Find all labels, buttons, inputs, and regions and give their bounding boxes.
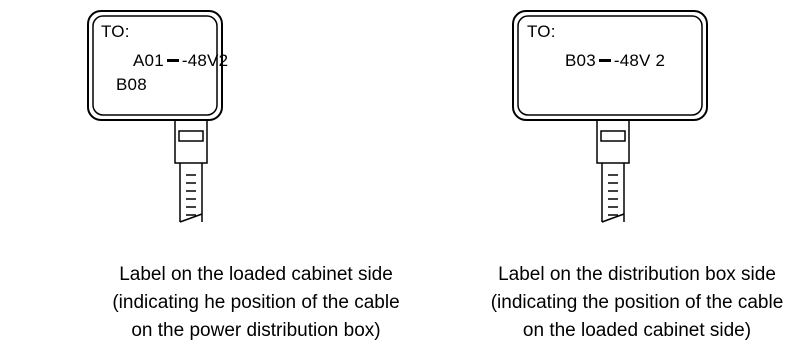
left-tie-strap — [179, 163, 203, 223]
right-tag-code: B03 — [565, 51, 596, 70]
left-caption-line-3: on the power distribution box) — [131, 320, 381, 341]
right-tag-to: TO: — [527, 22, 556, 41]
left-tag-inner-border — [92, 15, 218, 116]
left-cable-tag — [87, 10, 223, 223]
left-tag-dash — [166, 59, 179, 63]
right-tag-dash — [598, 59, 611, 63]
right-caption-line-3: on the loaded cabinet side) — [522, 320, 752, 341]
right-tag-line1: B03 -48V 2 — [565, 51, 665, 71]
left-tie-slot — [178, 130, 204, 142]
left-caption-line-2: (indicating he position of the cable — [112, 292, 400, 313]
left-tag-code: A01 — [133, 51, 164, 70]
right-caption: Label on the distribution box side (indi… — [470, 261, 804, 345]
left-tag-voltage: -48V2 — [181, 51, 229, 70]
left-tag-line2: B08 — [116, 75, 147, 94]
right-tag-inner-border — [517, 15, 703, 116]
left-tag-line1: A01 -48V2 — [133, 51, 228, 71]
left-tie-head — [174, 119, 208, 164]
right-caption-line-1: Label on the distribution box side — [498, 264, 776, 285]
right-cable-tag — [512, 10, 708, 223]
right-caption-line-2: (indicating the position of the cable — [490, 292, 784, 313]
right-tag-voltage: -48V 2 — [613, 51, 666, 70]
left-caption-line-1: Label on the loaded cabinet side — [119, 264, 393, 285]
right-tie-strap — [601, 163, 625, 223]
left-tag-to: TO: — [101, 22, 130, 41]
right-tie-head — [596, 119, 630, 164]
right-tie-slot — [600, 130, 626, 142]
left-caption: Label on the loaded cabinet side (indica… — [96, 261, 416, 345]
left-tag-outer-border — [87, 10, 223, 121]
